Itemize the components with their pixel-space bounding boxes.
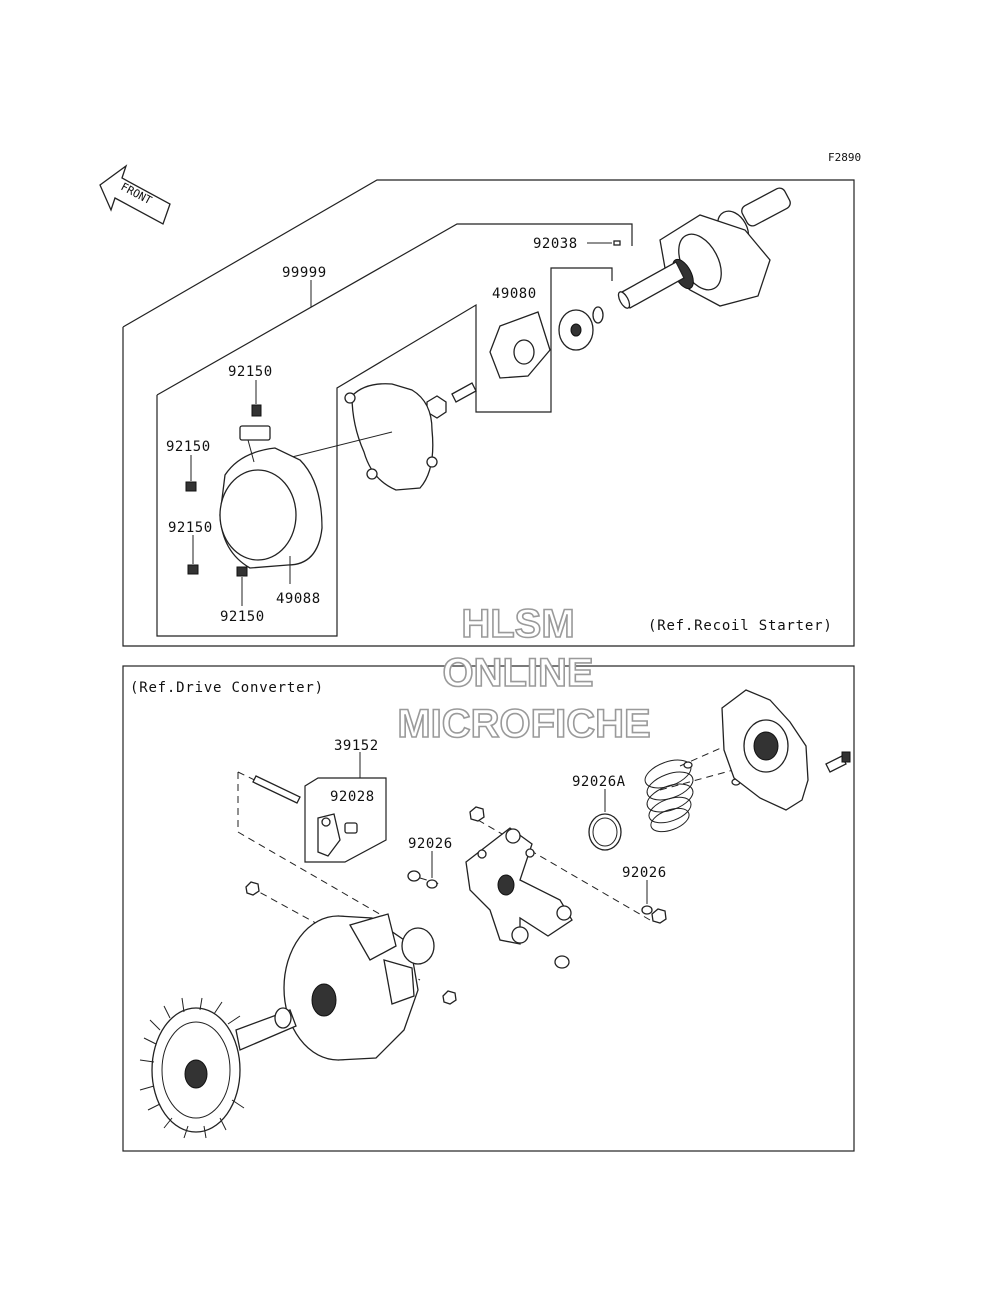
spider-roller-arm — [465, 827, 573, 969]
part-label-spring-washer: 92026A — [572, 774, 626, 790]
assembly-bracket — [156, 267, 613, 637]
part-label-spacer-right: 92026 — [622, 865, 667, 881]
watermark: HLSM ONLINE MICROFICHE — [397, 601, 652, 747]
ref-recoil-starter: (Ref.Recoil Starter) — [648, 618, 833, 634]
part-label-bolt-top: 92150 — [228, 364, 273, 380]
watermark-line-1: HLSM — [461, 602, 574, 646]
front-arrow-icon: FRONT — [99, 164, 171, 225]
gasket — [344, 383, 438, 491]
lower-section-frame — [122, 665, 855, 1152]
part-label-housing: 49088 — [276, 591, 321, 607]
part-label-bolt-lower-left: 92150 — [168, 520, 213, 536]
part-label-pulley: 49080 — [492, 286, 537, 302]
dashed-guide-left — [237, 772, 391, 921]
part-label-weight-kit: 39152 — [334, 738, 379, 754]
bolt-92150-bottom — [236, 566, 248, 577]
diagram-code: F2890 — [828, 151, 861, 164]
upper-section-frame — [122, 179, 855, 647]
part-label-collar: 92028 — [330, 789, 375, 805]
lower-section: (Ref.Drive Converter) 39152 92028 — [122, 665, 855, 1152]
nut-left — [245, 881, 260, 896]
weight-lever — [317, 813, 358, 857]
bolt-92150-top — [251, 404, 262, 417]
watermark-line-2: ONLINE — [442, 651, 593, 695]
upper-section: 92038 49080 4 — [122, 179, 855, 647]
part-label-bolt-left: 92150 — [166, 439, 211, 455]
spacer-92026-right — [641, 905, 653, 915]
weight-kit-bracket — [304, 777, 387, 863]
pulley-49080 — [489, 306, 604, 379]
moveable-sheave — [283, 913, 435, 1061]
part-label-pin: 92038 — [533, 236, 578, 252]
pin-92038 — [613, 240, 621, 246]
nut-top — [469, 806, 485, 822]
nut-lower — [442, 990, 457, 1005]
clutch-cover — [721, 689, 809, 811]
watermark-line-3: MICROFICHE — [397, 702, 650, 746]
bolt-92150-lower-left — [187, 564, 199, 575]
part-label-spacer-left: 92026 — [408, 836, 453, 852]
part-label-bolt-bottom: 92150 — [220, 609, 265, 625]
ref-drive-converter: (Ref.Drive Converter) — [130, 680, 324, 696]
nut-and-stud — [426, 382, 477, 419]
spacer-92026-left — [407, 870, 438, 889]
washer-small — [683, 761, 693, 769]
weight-pin — [252, 775, 301, 804]
fixed-sheave — [139, 997, 297, 1139]
crankshaft — [617, 187, 791, 309]
cover-bolt — [825, 751, 851, 773]
assembly-bracket-top — [156, 223, 633, 396]
recoil-starter-housing-49088 — [219, 425, 323, 569]
spring-washer-92026A — [588, 813, 622, 851]
bolt-92150-left — [185, 481, 197, 492]
part-label-assembly: 99999 — [282, 265, 327, 281]
nut-right — [651, 908, 667, 924]
clutch-spring — [644, 759, 694, 833]
